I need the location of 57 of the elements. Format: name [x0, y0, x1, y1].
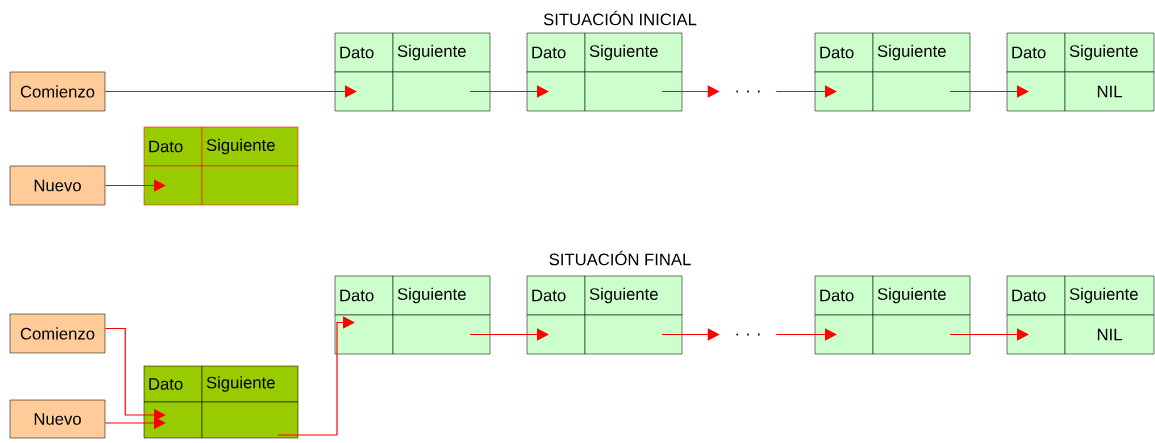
title-text: SITUACIÓN FINAL — [549, 250, 691, 266]
arrow — [949, 328, 1029, 341]
header-cell: Siguiente — [201, 126, 299, 167]
data-cell — [143, 401, 203, 439]
pointer-cell — [584, 314, 683, 355]
arrow — [277, 316, 355, 436]
header-cell: Dato — [143, 365, 203, 403]
header-cell: Dato — [814, 275, 874, 316]
data-cell — [334, 314, 394, 355]
ellipsis: . . . — [736, 333, 760, 336]
pointer-cell: NIL — [1064, 71, 1155, 112]
arrow — [469, 85, 549, 98]
data-cell — [814, 71, 874, 112]
pointer-cell — [872, 314, 971, 355]
data-cell — [1006, 71, 1066, 112]
pointer-cell — [584, 71, 683, 112]
arrow — [469, 328, 549, 341]
header-cell: Siguiente — [584, 275, 683, 316]
arrow — [104, 85, 357, 98]
header-cell: Siguiente — [872, 275, 971, 316]
data-cell — [526, 71, 586, 112]
pointer-cell — [872, 71, 971, 112]
header-cell: Dato — [526, 32, 586, 73]
header-cell: Siguiente — [1064, 32, 1155, 73]
variable-box: Comienzo — [9, 71, 106, 112]
arrow — [775, 85, 837, 98]
header-cell: Siguiente — [392, 32, 491, 73]
arrow — [949, 85, 1029, 98]
header-cell: Siguiente — [392, 275, 491, 316]
ellipsis: . . . — [736, 90, 760, 93]
header-cell: Siguiente — [872, 32, 971, 73]
pointer-cell: NIL — [1064, 314, 1155, 355]
header-cell: Dato — [814, 32, 874, 73]
header-cell: Dato — [526, 275, 586, 316]
arrow — [104, 179, 166, 192]
data-cell — [526, 314, 586, 355]
variable-box: Comienzo — [9, 313, 106, 354]
pointer-cell — [392, 314, 491, 355]
header-cell: Siguiente — [584, 32, 683, 73]
pointer-cell — [201, 165, 299, 206]
title-text: SITUACIÓN INICIAL — [543, 10, 697, 26]
header-cell: Siguiente — [201, 365, 299, 403]
data-cell — [334, 71, 394, 112]
header-cell: Dato — [1006, 275, 1066, 316]
header-cell: Dato — [143, 126, 203, 167]
data-cell — [1006, 314, 1066, 355]
pointer-cell — [392, 71, 491, 112]
data-cell — [143, 165, 203, 206]
variable-box: Nuevo — [9, 399, 106, 439]
variable-box: Nuevo — [9, 165, 106, 206]
data-cell — [814, 314, 874, 355]
header-cell: Dato — [334, 275, 394, 316]
header-cell: Dato — [1006, 32, 1066, 73]
pointer-cell — [201, 401, 299, 439]
header-cell: Siguiente — [1064, 275, 1155, 316]
header-cell: Dato — [334, 32, 394, 73]
arrow — [775, 328, 837, 341]
